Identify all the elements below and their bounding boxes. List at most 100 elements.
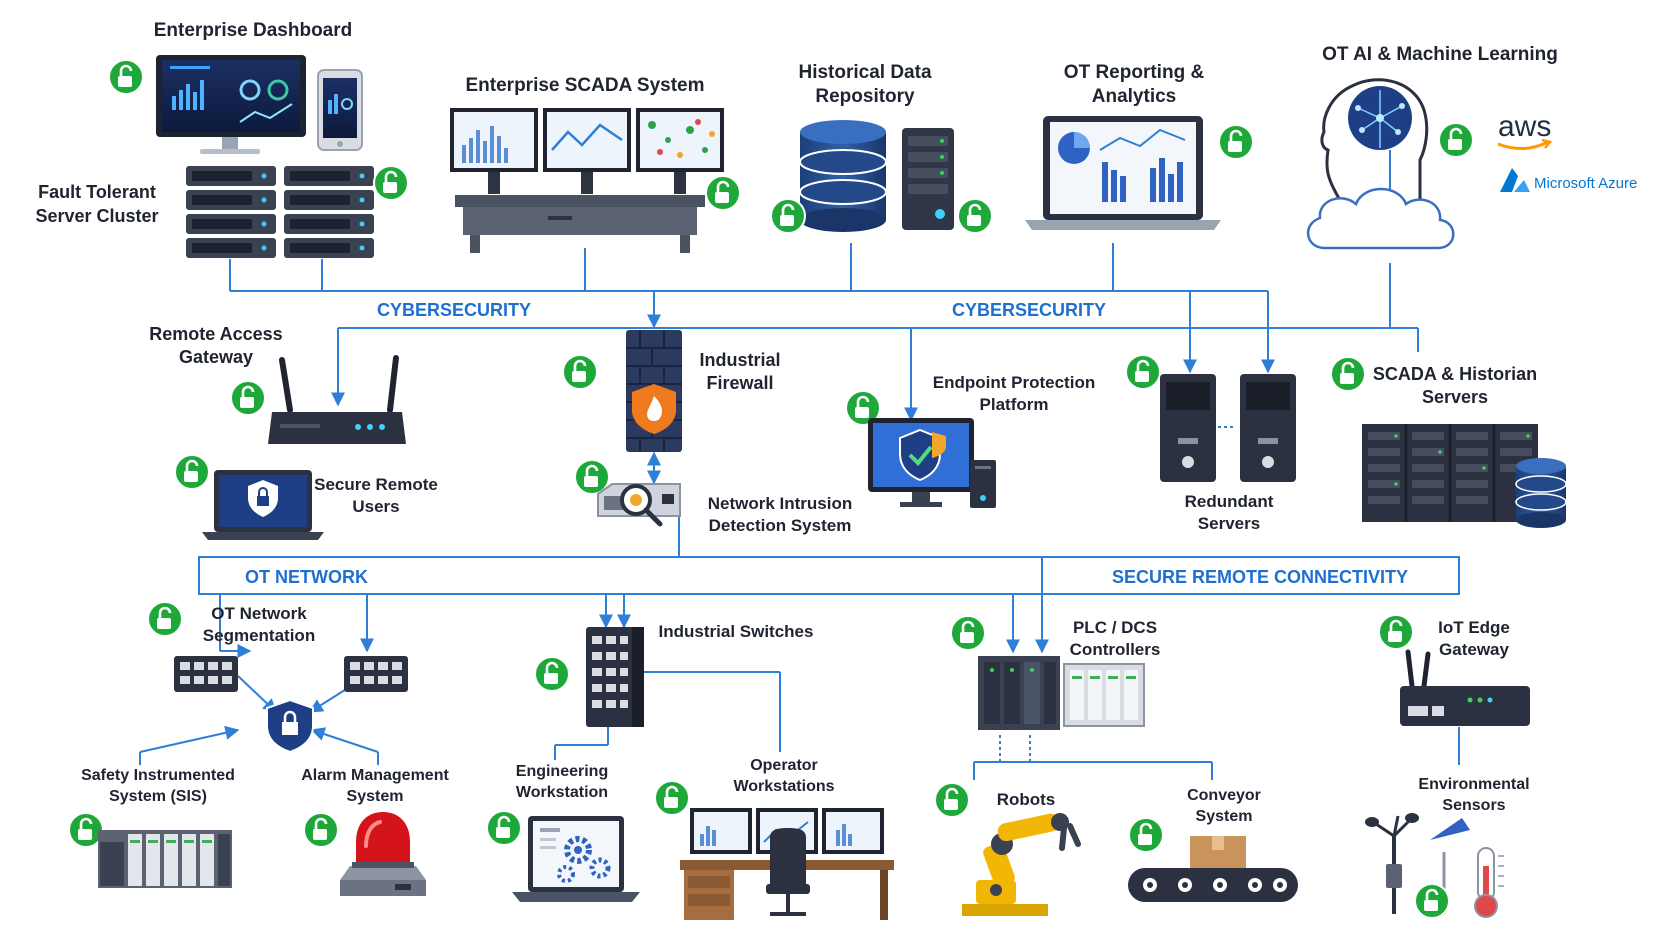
label-ot-reporting-1: OT Reporting & bbox=[1064, 62, 1205, 83]
label-alarm-1: Alarm Management bbox=[301, 767, 449, 784]
unlock-badge-icon bbox=[956, 197, 994, 235]
unlock-badge-icon bbox=[653, 779, 691, 817]
unlock-badge-icon bbox=[561, 353, 599, 391]
industrial-switch-icon bbox=[586, 627, 644, 727]
unlock-badge-icon bbox=[1413, 882, 1451, 920]
label-enterprise-dashboard: Enterprise Dashboard bbox=[154, 20, 353, 41]
ai-head-icon bbox=[1320, 78, 1429, 201]
unlock-badge-icon bbox=[1329, 355, 1367, 393]
unlock-badge-icon bbox=[107, 58, 145, 96]
label-conveyor-2: System bbox=[1196, 808, 1253, 825]
ids-appliance-icon bbox=[597, 483, 681, 527]
label-remote-access-1: Remote Access bbox=[149, 324, 282, 344]
section-label-cybersecurity-left: CYBERSECURITY bbox=[377, 300, 531, 320]
label-historical-2: Repository bbox=[815, 86, 915, 107]
section-label-ot-network: OT NETWORK bbox=[245, 567, 368, 587]
label-ot-reporting-2: Analytics bbox=[1092, 86, 1176, 107]
unlock-badge-icon bbox=[146, 600, 184, 638]
label-secure-remote-users-2: Users bbox=[352, 497, 399, 516]
label-ot-ai: OT AI & Machine Learning bbox=[1322, 44, 1558, 65]
router-icon bbox=[268, 355, 406, 444]
label-ot-segmentation-1: OT Network bbox=[211, 604, 307, 623]
label-redundant-1: Redundant bbox=[1185, 492, 1274, 511]
unlock-badge-icon bbox=[173, 453, 211, 491]
label-secure-remote-users-1: Secure Remote bbox=[314, 475, 438, 494]
laptop-analytics-icon bbox=[1025, 116, 1221, 230]
unlock-badge-icon bbox=[1217, 123, 1255, 161]
network-switch-icon bbox=[174, 656, 408, 692]
tower-server-icon bbox=[1160, 374, 1296, 482]
shield-lock-icon bbox=[266, 698, 314, 754]
label-plc-2: Controllers bbox=[1070, 640, 1161, 659]
azure-logo-text: Microsoft Azure bbox=[1534, 175, 1637, 192]
unlock-badge-icon bbox=[949, 614, 987, 652]
unlock-badge-icon bbox=[1437, 121, 1475, 159]
endpoint-pc-icon bbox=[868, 418, 996, 508]
unlock-badge-icon bbox=[533, 655, 571, 693]
section-label-cybersecurity-right: CYBERSECURITY bbox=[952, 300, 1106, 320]
unlock-badge-icon bbox=[302, 811, 340, 849]
scada-monitors-icon bbox=[450, 108, 724, 253]
unlock-badge-icon bbox=[1377, 613, 1415, 651]
label-nids-2: Detection System bbox=[709, 516, 852, 535]
label-alarm-2: System bbox=[347, 788, 404, 805]
label-sis-2: System (SIS) bbox=[109, 788, 207, 805]
unlock-badge-icon bbox=[67, 811, 105, 849]
robot-arm-icon bbox=[962, 813, 1081, 916]
database-icon bbox=[799, 120, 887, 232]
label-fault-tolerant-2: Server Cluster bbox=[35, 206, 158, 226]
connector-lines bbox=[139, 243, 1460, 780]
label-nids-1: Network Intrusion bbox=[708, 494, 853, 513]
plc-controller-icon bbox=[978, 656, 1145, 730]
label-scada-historian-1: SCADA & Historian bbox=[1373, 364, 1537, 384]
label-sis-1: Safety Instrumented bbox=[81, 767, 235, 784]
section-label-secure-remote: SECURE REMOTE CONNECTIVITY bbox=[1112, 567, 1408, 587]
label-robots: Robots bbox=[997, 790, 1056, 809]
unlock-badge-icon bbox=[769, 197, 807, 235]
iot-gateway-icon bbox=[1400, 649, 1530, 726]
label-engineering-1: Engineering bbox=[516, 763, 608, 780]
unlock-badge-icon bbox=[372, 164, 410, 202]
label-engineering-2: Workstation bbox=[516, 784, 608, 801]
label-iot-edge-1: IoT Edge bbox=[1438, 618, 1510, 637]
unlock-badge-icon bbox=[704, 174, 742, 212]
firewall-icon bbox=[626, 330, 682, 452]
label-enterprise-scada: Enterprise SCADA System bbox=[466, 75, 705, 96]
azure-logo: Microsoft Azure bbox=[1500, 168, 1637, 192]
conveyor-icon bbox=[1128, 836, 1298, 902]
monitor-dashboard-icon bbox=[156, 55, 306, 154]
server-rack-icon bbox=[186, 166, 374, 258]
aws-logo: aws bbox=[1497, 110, 1553, 150]
label-endpoint-2: Platform bbox=[980, 395, 1049, 414]
unlock-badge-icon bbox=[1127, 816, 1165, 854]
label-plc-1: PLC / DCS bbox=[1073, 618, 1157, 637]
label-ot-segmentation-2: Segmentation bbox=[203, 626, 315, 645]
server-farm-icon bbox=[1362, 424, 1567, 528]
label-scada-historian-2: Servers bbox=[1422, 387, 1488, 407]
label-endpoint-1: Endpoint Protection bbox=[933, 373, 1095, 392]
aws-logo-text: aws bbox=[1498, 110, 1551, 143]
thermometer-icon bbox=[1474, 847, 1504, 918]
plc-rack-icon bbox=[98, 830, 232, 888]
label-historical-1: Historical Data bbox=[798, 62, 931, 83]
unlock-badge-icon bbox=[933, 781, 971, 819]
unlock-badge-icon bbox=[1124, 353, 1162, 391]
alarm-beacon-icon bbox=[340, 812, 426, 896]
operator-desk-icon bbox=[680, 808, 894, 920]
label-redundant-2: Servers bbox=[1198, 514, 1260, 533]
label-remote-access-2: Gateway bbox=[179, 347, 253, 367]
unlock-badge-icon bbox=[485, 809, 523, 847]
laptop-gears-icon bbox=[512, 816, 640, 902]
label-operator-1: Operator bbox=[750, 757, 818, 774]
label-industrial-firewall-2: Firewall bbox=[706, 373, 773, 393]
unlock-badge-icon bbox=[229, 379, 267, 417]
server-tower-icon bbox=[902, 128, 954, 230]
label-environmental-1: Environmental bbox=[1418, 776, 1529, 793]
label-conveyor-1: Conveyor bbox=[1187, 787, 1261, 804]
phone-icon bbox=[317, 69, 363, 151]
label-industrial-firewall-1: Industrial bbox=[699, 350, 780, 370]
label-industrial-switches: Industrial Switches bbox=[659, 622, 814, 641]
cloud-icon bbox=[1307, 187, 1455, 250]
laptop-lock-icon bbox=[202, 470, 324, 540]
